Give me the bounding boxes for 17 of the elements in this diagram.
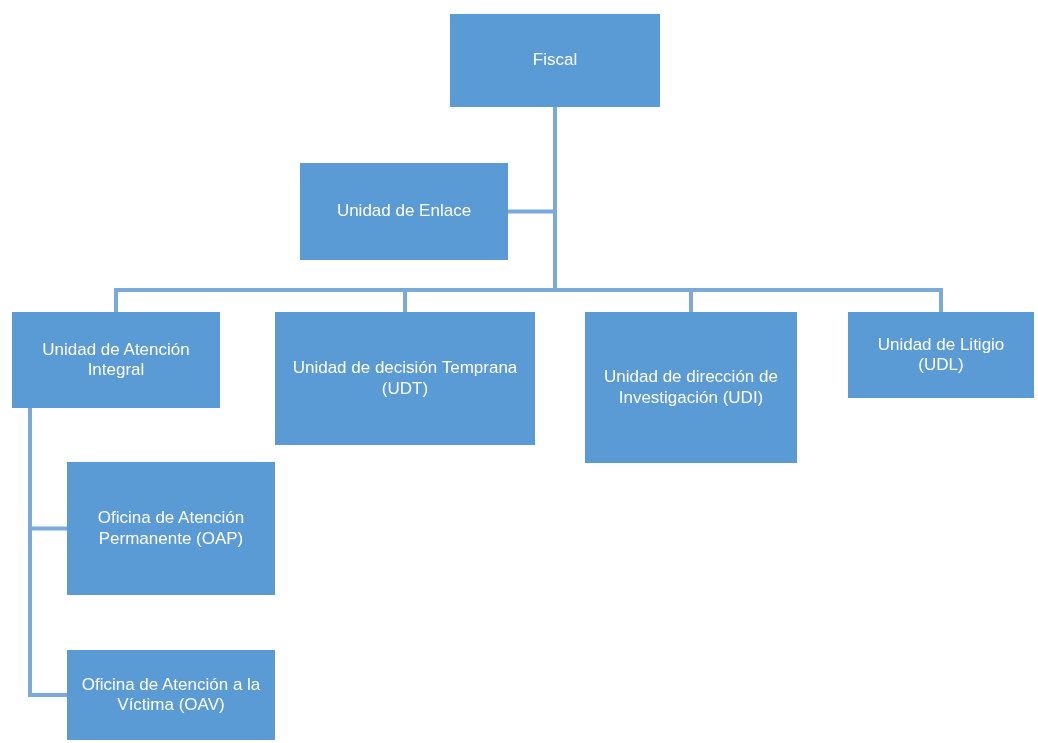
org-box [275,312,535,445]
box-label: Unidad de Enlace [336,201,472,222]
org-box [12,312,220,408]
box-label: Unidad de Atención Integral [41,339,191,381]
connector-line [28,408,67,697]
org-box [67,462,275,595]
org-box [300,163,508,260]
box-label: Fiscal [532,50,578,71]
org-box [848,312,1034,398]
box-label: Oficina de Atención a la Víctima (OAV) [80,674,262,716]
box-label: Unidad de dirección de Investigación (UDI) [603,367,779,408]
org-box [67,650,275,740]
org-box [585,312,797,463]
org-box [450,14,660,107]
box-label: Unidad de decisión Temprana (UDT) [291,358,519,399]
box-label: Unidad de Litigio (UDL) [876,334,1006,376]
box-label: Oficina de Atención Permanente (OAP) [96,508,246,549]
